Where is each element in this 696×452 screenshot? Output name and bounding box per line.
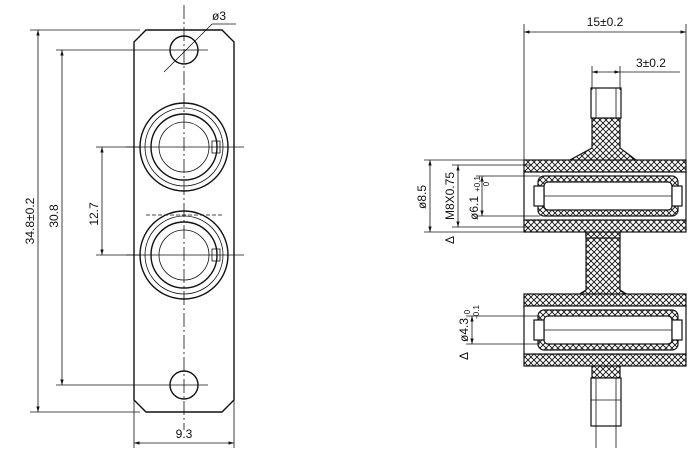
bore-label: ø4.3 <box>457 318 471 342</box>
outer-dia-label: ø8.5 <box>415 185 429 209</box>
total-height-label: 34.8±0.2 <box>23 197 37 244</box>
upper-sleeve <box>523 159 687 233</box>
port-pitch-label: 12.7 <box>87 202 101 226</box>
bore-datum-symbol: Δ <box>457 352 471 360</box>
plate-outline <box>133 29 235 413</box>
bottom-mounting-hole <box>160 370 208 400</box>
upper-port <box>126 102 244 192</box>
bore-tol-upper: 0 <box>463 309 472 314</box>
front-view: ø3 34.8±0.2 30.8 12.7 9.3 <box>23 5 244 448</box>
bore-tol-lower: -0.1 <box>472 305 481 319</box>
thread-label: M8X0.75 <box>443 172 457 220</box>
hole-dia-leader <box>163 23 213 73</box>
total-length-label: 15±0.2 <box>587 15 624 29</box>
inner-dia-tol-lower: 0 <box>482 181 491 186</box>
side-view: 15±0.2 3±0.2 ø8.5 Δ M8X0.75 ø6.1 +0.1 0 … <box>415 15 687 448</box>
hole-dia-label: ø3 <box>212 9 226 23</box>
width-label: 9.3 <box>176 427 193 441</box>
top-mounting-hole <box>160 35 208 65</box>
inner-dia-tol-upper: +0.1 <box>473 176 482 192</box>
thread-datum-symbol: Δ <box>443 236 457 244</box>
lower-sleeve <box>523 293 687 367</box>
top-shaft <box>590 87 622 119</box>
inner-dia-label: ø6.1 <box>467 196 481 220</box>
lower-port <box>126 210 244 300</box>
bottom-shaft <box>590 377 622 427</box>
flange-label: 3±0.2 <box>636 56 666 70</box>
hole-spacing-label: 30.8 <box>47 204 61 228</box>
